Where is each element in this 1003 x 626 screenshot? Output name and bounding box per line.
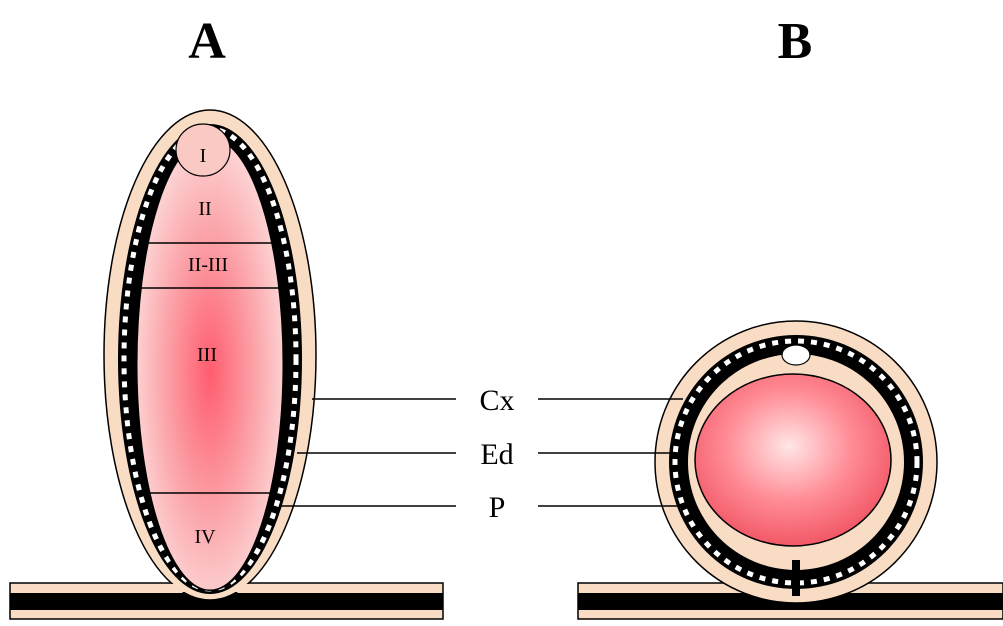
nodule-b [578,321,1003,619]
panel-b-title: B [778,13,813,70]
panel-a-title: A [188,13,226,70]
zone-ii-iii-label: II-III [188,254,228,276]
zone-iii-label: III [197,344,217,366]
cortex-label: Cx [479,384,514,417]
zone-ii-label: II [198,198,211,220]
endodermis-label: Ed [480,438,513,471]
nodule-a: I II II-III III IV [10,110,443,619]
vascular-trace-b [792,560,800,596]
infection-zone-b [695,374,891,546]
pericycle-label: P [489,491,506,524]
zone-iv-label: IV [194,526,216,548]
meristem-b [782,345,810,365]
zone-i-label: I [200,145,207,167]
